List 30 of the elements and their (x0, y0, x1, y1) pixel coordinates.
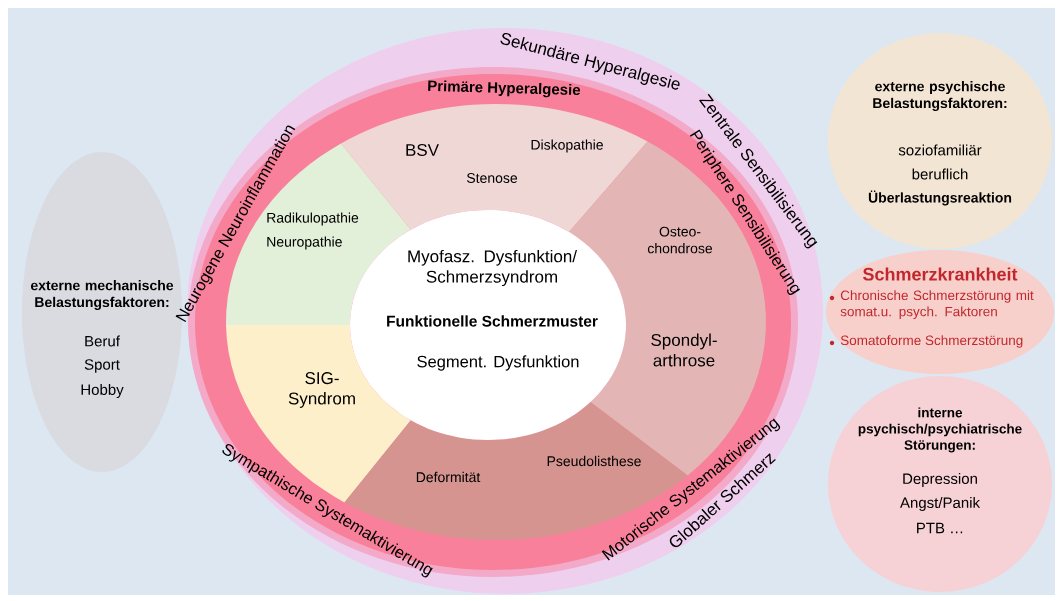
bullet-item: Chronische Schmerzstörung mit somat.u. psych. Faktoren (829, 290, 1034, 319)
heading: interne psychisch/psychiatrische Störungen: (858, 407, 1022, 453)
center-label: Myofasz. Dysfunktion/ Schmerzsyndrom (408, 249, 577, 287)
heading: externe psychische Belastungsfaktoren: (873, 81, 1007, 111)
band-label: Primäre Hyperalgesie (428, 80, 581, 98)
sector-label: Stenose (466, 173, 518, 183)
ellipse (828, 376, 1052, 592)
heading: Schmerzkrankheit (863, 267, 1018, 281)
list-item: Depression (903, 473, 977, 487)
list-item: Überlastungsreaktion (868, 190, 1012, 206)
list-item: beruflich (912, 168, 968, 180)
ellipse (828, 33, 1052, 249)
sector-label: Deformität (416, 471, 481, 483)
list-item: PTB … (917, 522, 963, 534)
list-item: Sport (84, 359, 120, 373)
heading: externe mechanische Belastungsfaktoren: (30, 280, 174, 310)
sector-label: BSV (406, 143, 439, 156)
sector-label: Osteo- chondrose (647, 226, 713, 254)
sector-label: SIG- Syndrom (288, 372, 355, 408)
list-item: soziofamiliär (898, 144, 982, 156)
list-item: Hobby (81, 384, 124, 398)
center-label: Segment. Dysfunktion (417, 355, 579, 371)
ellipse (826, 250, 1054, 374)
sector-label: Pseudolisthese (547, 455, 641, 467)
bullet-item: Somatoforme Schmerzstörung (829, 335, 1023, 348)
sector-label: Diskopathie (531, 139, 603, 153)
list-item: Beruf (85, 335, 120, 347)
sector-label: Spondyl- arthrose (651, 333, 717, 367)
center-label: Funktionelle Schmerzmuster (387, 315, 598, 327)
list-item: Angst/Panik (900, 497, 981, 511)
